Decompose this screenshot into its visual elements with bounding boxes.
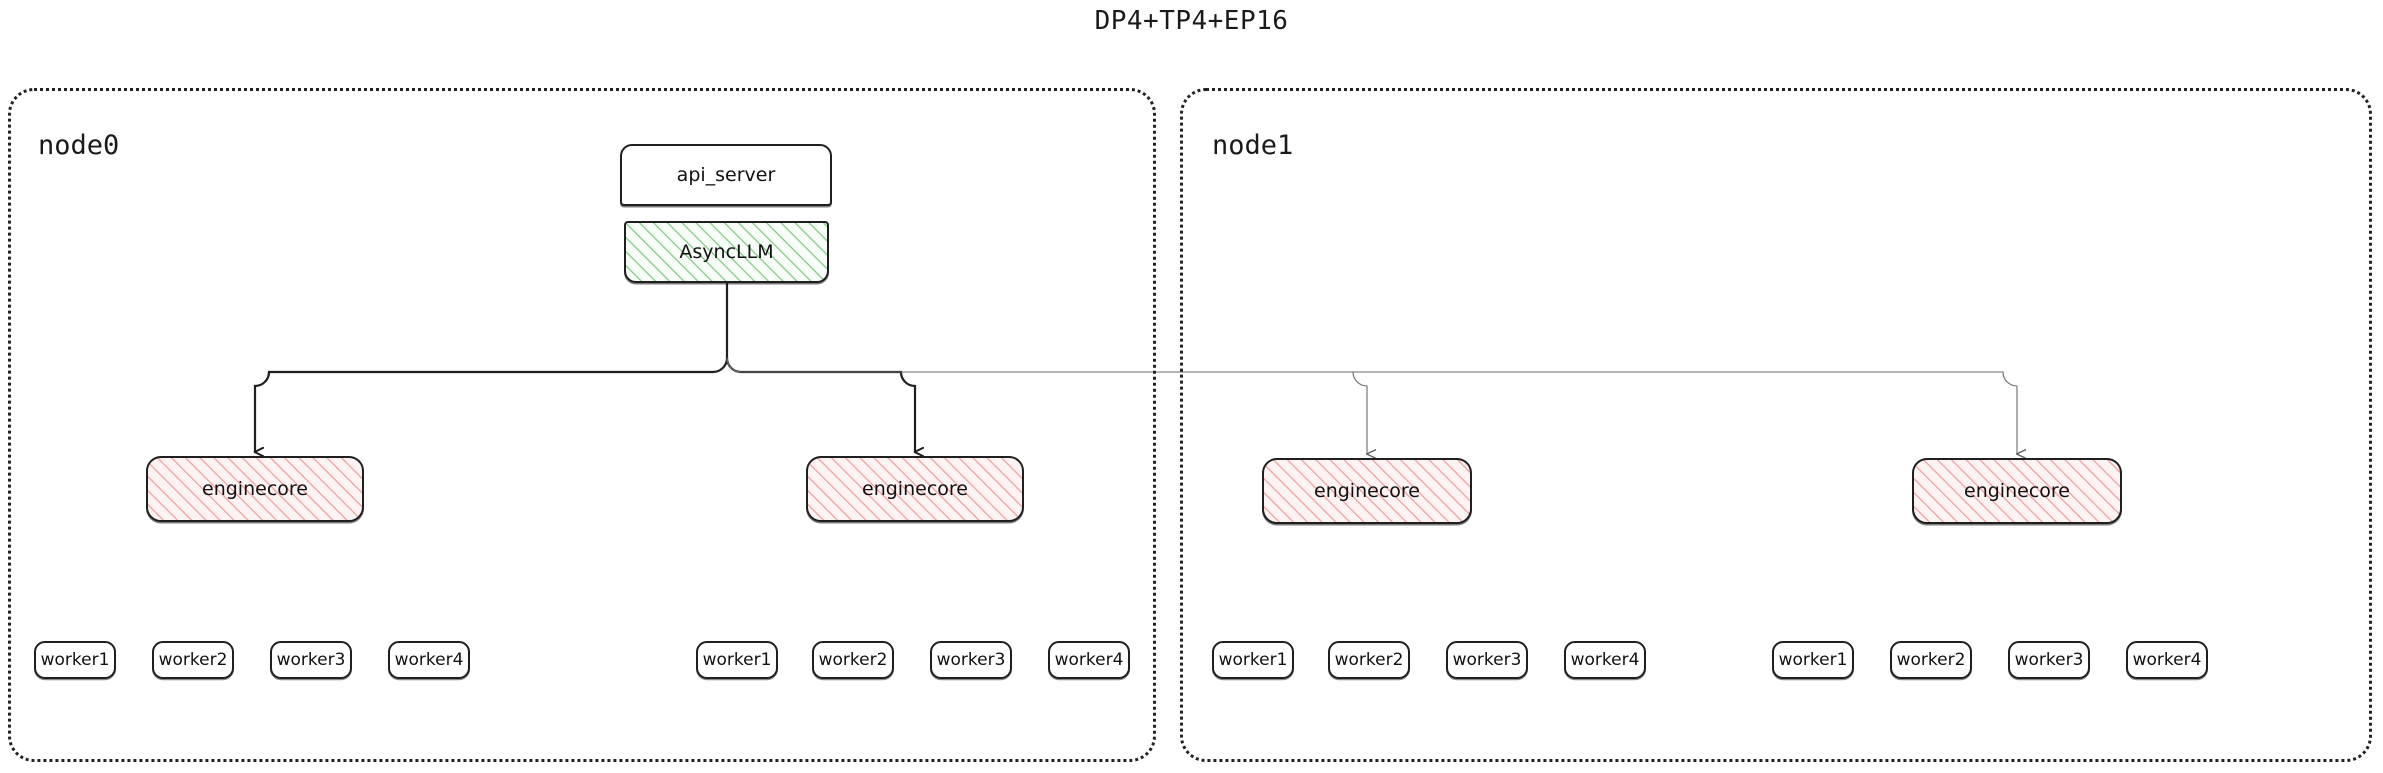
worker-box-label: worker1 [1218,650,1288,670]
worker-box[interactable]: worker3 [270,641,352,679]
worker-box[interactable]: worker4 [1564,641,1646,679]
worker-box[interactable]: worker3 [2008,641,2090,679]
async-llm-box[interactable]: AsyncLLM [624,221,829,283]
enginecore-box-label: enginecore [1314,480,1420,502]
node-label-node1: node1 [1212,130,1294,161]
worker-box[interactable]: worker1 [1212,641,1294,679]
api-server-box[interactable]: api_server [620,144,832,206]
worker-box-label: worker1 [40,650,110,670]
worker-box[interactable]: worker1 [34,641,116,679]
worker-box-label: worker1 [702,650,772,670]
enginecore-box[interactable]: enginecore [146,456,364,522]
worker-box-label: worker4 [1054,650,1124,670]
worker-box-label: worker2 [158,650,228,670]
worker-box-label: worker3 [1452,650,1522,670]
worker-box[interactable]: worker4 [2126,641,2208,679]
node-label-node0: node0 [38,130,120,161]
worker-box-label: worker3 [2014,650,2084,670]
worker-box-label: worker2 [818,650,888,670]
enginecore-box[interactable]: enginecore [1262,458,1472,524]
worker-box[interactable]: worker2 [1890,641,1972,679]
worker-box[interactable]: worker4 [388,641,470,679]
enginecore-box[interactable]: enginecore [1912,458,2122,524]
async-llm-box-label: AsyncLLM [679,241,774,263]
worker-box-label: worker4 [1570,650,1640,670]
node-container-node1 [1180,88,2372,762]
enginecore-box-label: enginecore [1964,480,2070,502]
page-title: DP4+TP4+EP16 [1094,6,1289,36]
worker-box[interactable]: worker2 [1328,641,1410,679]
worker-box[interactable]: worker1 [696,641,778,679]
worker-box[interactable]: worker2 [152,641,234,679]
worker-box[interactable]: worker2 [812,641,894,679]
worker-box[interactable]: worker4 [1048,641,1130,679]
worker-box[interactable]: worker3 [1446,641,1528,679]
worker-box-label: worker1 [1778,650,1848,670]
worker-box[interactable]: worker1 [1772,641,1854,679]
enginecore-box[interactable]: enginecore [806,456,1024,522]
worker-box-label: worker3 [936,650,1006,670]
worker-box-label: worker4 [2132,650,2202,670]
enginecore-box-label: enginecore [862,478,968,500]
worker-box-label: worker2 [1334,650,1404,670]
worker-box-label: worker4 [394,650,464,670]
worker-box-label: worker3 [276,650,346,670]
api-server-box-label: api_server [676,164,776,186]
worker-box[interactable]: worker3 [930,641,1012,679]
worker-box-label: worker2 [1896,650,1966,670]
enginecore-box-label: enginecore [202,478,308,500]
node-container-node0 [8,88,1156,762]
